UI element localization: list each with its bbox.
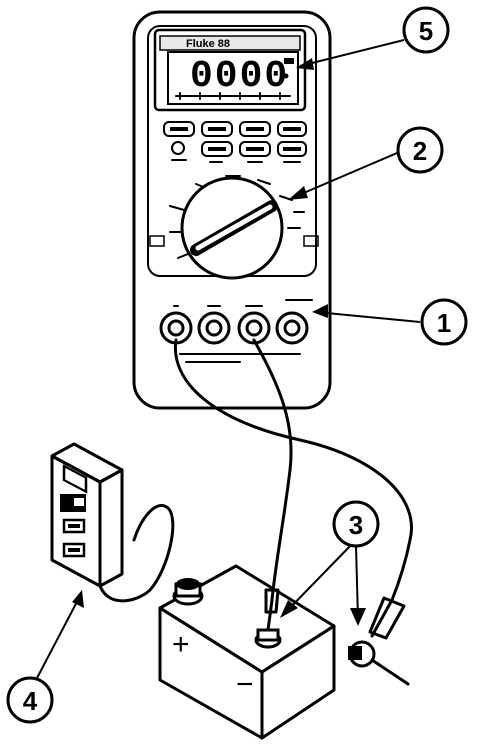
callout-label: 1: [437, 308, 451, 338]
switch-box-side: [98, 468, 124, 588]
callout-leaders: [35, 39, 421, 681]
battery-negative-symbol: −: [236, 668, 254, 701]
callout-circle: [420, 298, 468, 346]
multimeter: Fluke 88 0000: [132, 10, 332, 410]
callout-circle: [402, 6, 450, 54]
callout-4: 4: [6, 676, 54, 724]
battery: + −: [158, 564, 336, 740]
callout-label: 2: [413, 136, 427, 166]
positive-terminal: [172, 578, 204, 606]
battery-positive-symbol: +: [172, 628, 190, 661]
callout-circle: [396, 126, 444, 174]
ground-probe: [368, 596, 406, 640]
function-buttons-row-2: [171, 141, 307, 163]
brand-label: Fluke 88: [186, 38, 230, 50]
callout-circle: [6, 676, 54, 724]
test-lead-ground: [173, 338, 413, 602]
function-buttons-row-1: [163, 121, 307, 137]
callout-circle: [332, 500, 380, 548]
lcd-reading: 0000: [190, 55, 289, 98]
dial-scale-marks: [149, 175, 319, 259]
callout-label: 4: [23, 686, 38, 716]
battery-side: [260, 624, 336, 740]
test-leads: [173, 338, 413, 640]
switch-cable: [98, 504, 175, 603]
test-lead-positive: [252, 338, 293, 602]
input-jacks: [159, 299, 313, 363]
dial-knob-pointer: [190, 200, 278, 256]
callout-label: 3: [349, 510, 363, 540]
callout-5: 5: [402, 6, 450, 54]
negative-terminal: [254, 628, 282, 649]
callout-3: 3: [332, 500, 380, 548]
callout-1: 1: [420, 298, 468, 346]
bargraph-ticks: [179, 92, 281, 100]
ground-point: [348, 640, 410, 686]
switch-box-top: [50, 442, 124, 484]
callout-2: 2: [396, 126, 444, 174]
remote-switch-box: [50, 442, 175, 603]
callout-label: 5: [419, 16, 433, 46]
power-button[interactable]: [171, 141, 185, 155]
